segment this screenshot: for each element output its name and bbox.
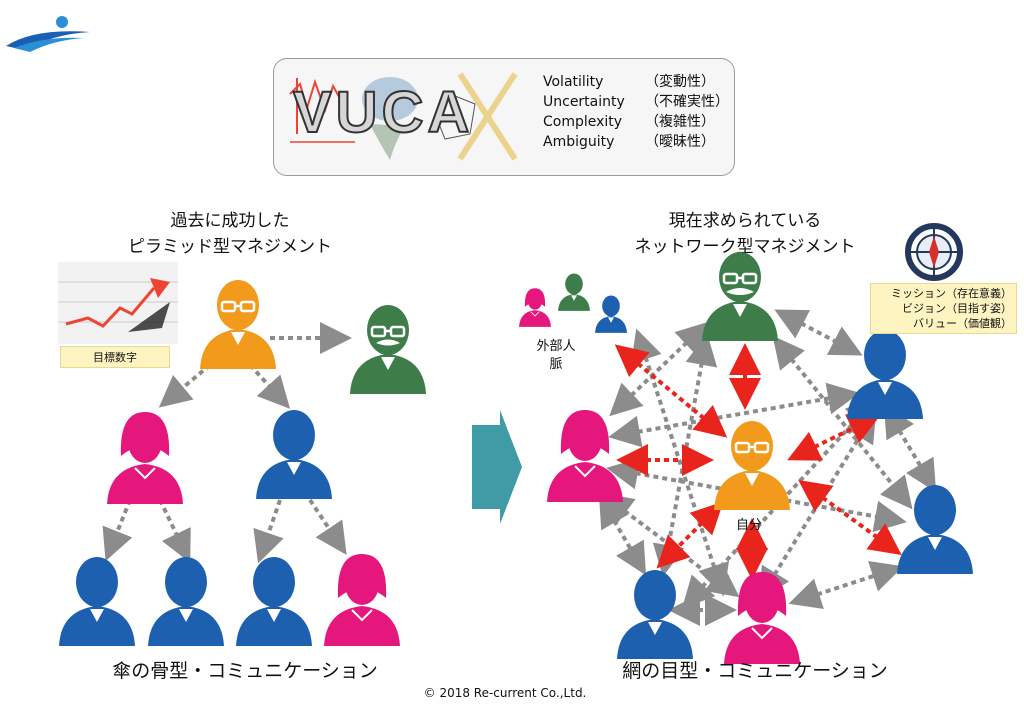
- man-person-icon: [617, 570, 693, 659]
- man-person-icon: [236, 557, 312, 646]
- vuca-item-ja: （曖昧性）: [645, 134, 715, 150]
- vuca-item: Uncertainty （不確実性）: [543, 92, 729, 112]
- vuca-logo-text: VUCA: [293, 80, 473, 145]
- vuca-item: Volatility （変動性）: [543, 72, 729, 92]
- vuca-item-ja: （不確実性）: [645, 94, 729, 110]
- man-person-icon: [59, 557, 135, 646]
- vuca-item-en: Uncertainty: [543, 94, 625, 110]
- woman-person-icon: [546, 409, 624, 503]
- right-title-line2: ネットワーク型マネジメント: [634, 237, 856, 257]
- company-logo: [6, 16, 90, 52]
- growth-chart-icon: [58, 262, 178, 344]
- vision-line: ビジョン（目指す姿）: [902, 302, 1012, 315]
- self-person-icon: [714, 421, 790, 510]
- mission-vision-values-note: ミッション（存在意義） ビジョン（目指す姿） バリュー（価値観）: [870, 283, 1017, 334]
- arrow: [788, 560, 904, 610]
- vuca-graphic: VUCA: [289, 72, 518, 161]
- arrow: [248, 363, 291, 409]
- vuca-item: Ambiguity （曖昧性）: [543, 132, 729, 152]
- target-number-label: 目標数字: [60, 346, 170, 368]
- arrow: [102, 499, 133, 562]
- external-network-line1: 外部人: [536, 339, 576, 354]
- arrow: [656, 501, 724, 569]
- left-title-line1: 過去に成功した: [170, 211, 290, 231]
- woman-person-icon: [323, 553, 401, 647]
- arrow: [787, 414, 881, 461]
- arrow: [158, 363, 212, 408]
- transition-arrow-icon: [472, 410, 522, 524]
- mission-line: ミッション（存在意義）: [891, 287, 1012, 300]
- vuca-item-en: Ambiguity: [543, 134, 615, 150]
- vuca-item-ja: （変動性）: [645, 74, 715, 90]
- vuca-panel: [273, 58, 735, 176]
- woman-person-icon: [518, 287, 552, 328]
- man-person-icon: [256, 410, 332, 499]
- man-person-icon: [847, 330, 923, 419]
- right-title: 現在求められている ネットワーク型マネジメント: [600, 208, 890, 260]
- arrow: [608, 382, 860, 448]
- man-person-icon: [595, 295, 627, 333]
- arrow: [253, 499, 284, 564]
- compass-icon: [905, 223, 963, 281]
- right-title-line1: 現在求められている: [668, 211, 822, 231]
- arrow: [308, 498, 347, 555]
- external-network-label: 外部人 脈: [526, 338, 586, 374]
- vuca-item-en: Complexity: [543, 114, 623, 130]
- copyright: © 2018 Re-current Co.,Ltd.: [423, 686, 587, 700]
- arrow: [598, 494, 647, 576]
- vuca-list: Volatility （変動性） Uncertainty （不確実性） Comple…: [543, 72, 729, 152]
- woman-person-icon: [106, 411, 184, 505]
- external-network-line2: 脈: [549, 357, 563, 372]
- arrow: [652, 333, 718, 577]
- left-caption: 傘の骨型・コミュニケーション: [112, 660, 378, 682]
- mustache-icon: [376, 339, 400, 346]
- woman-person-icon: [723, 571, 801, 665]
- arrow: [609, 321, 709, 417]
- mustache-icon: [726, 288, 754, 295]
- values-line: バリュー（価値観）: [913, 317, 1012, 330]
- vuca-item-ja: （複雑性）: [645, 114, 715, 130]
- vuca-item: Complexity （複雑性）: [543, 112, 729, 132]
- left-title-line2: ピラミッド型マネジメント: [128, 237, 332, 257]
- manager-person-icon: [200, 280, 276, 369]
- man-person-icon: [148, 557, 224, 646]
- executive-person-icon: [350, 305, 426, 394]
- man-person-icon: [558, 273, 590, 311]
- executive-person-icon: [702, 252, 778, 341]
- arrow: [158, 499, 191, 563]
- self-label: 自分: [736, 518, 763, 533]
- arrow: [883, 404, 937, 493]
- left-title: 過去に成功した ピラミッド型マネジメント: [100, 208, 360, 260]
- man-person-icon: [897, 485, 973, 574]
- arrow: [614, 344, 728, 438]
- vuca-item-en: Volatility: [543, 74, 604, 90]
- arrow: [774, 309, 863, 356]
- right-caption: 網の目型・コミュニケーション: [622, 660, 888, 682]
